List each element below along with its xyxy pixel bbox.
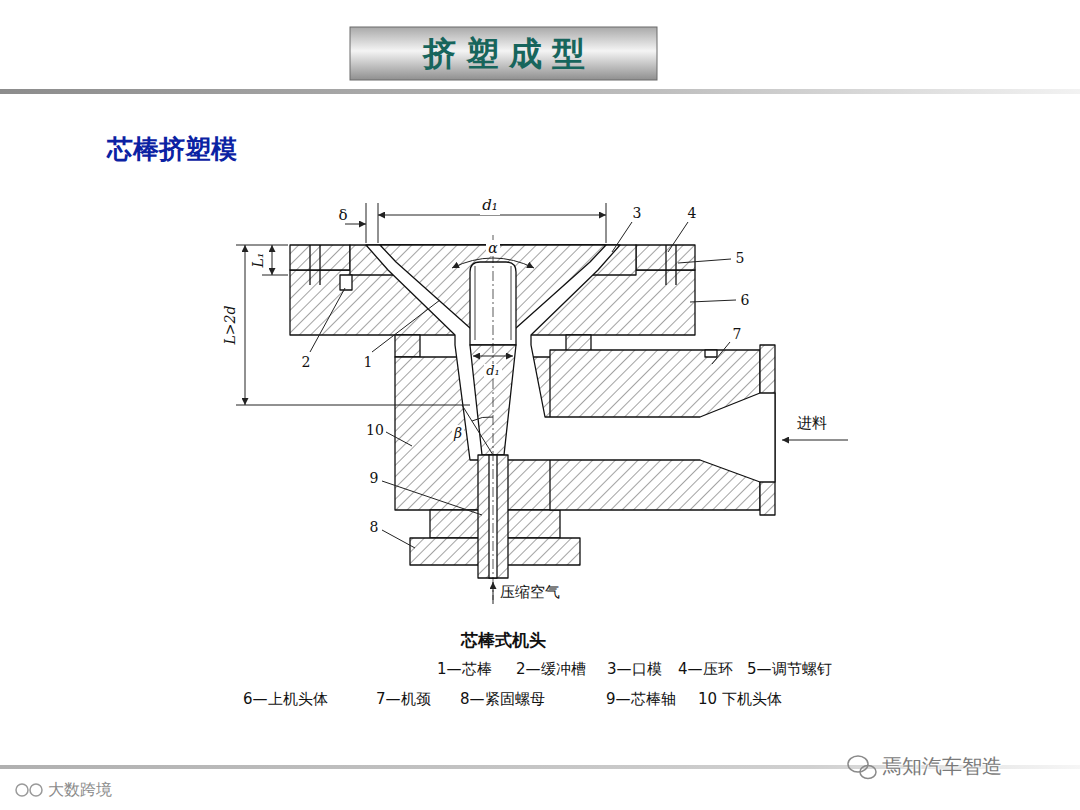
leader-line [382, 481, 482, 515]
watermark-icon [16, 784, 28, 796]
part-list-item: 5—调节螺钉 [747, 661, 832, 678]
dimension-label: L₁ [250, 253, 266, 268]
callout-number: 3 [633, 205, 642, 221]
extension-line [366, 203, 367, 243]
part-list-item: 9—芯棒轴 [606, 691, 676, 708]
leader-line [668, 222, 688, 252]
watermark-icon [848, 756, 868, 772]
callout-number: 1 [364, 354, 373, 370]
leader-line [382, 530, 415, 548]
feed-arrow [782, 440, 848, 441]
angle-label: α [486, 240, 499, 256]
leader-line [372, 300, 440, 352]
callout-number: 5 [736, 250, 745, 266]
extension-line [606, 203, 607, 243]
part-list-item: 8—紧固螺母 [460, 691, 545, 708]
body-step [395, 335, 420, 357]
callout-number: 8 [370, 519, 379, 535]
callout-number: 7 [733, 326, 742, 342]
dimension-line [473, 356, 513, 357]
center-line [493, 235, 494, 600]
leader-line [386, 432, 412, 446]
callout-number: 2 [302, 354, 311, 370]
part-list-item: 10 下机头体 [698, 691, 782, 708]
adjusting-screw [665, 245, 666, 285]
dimension-line [345, 224, 366, 225]
die-head-drawing [290, 235, 775, 600]
flow-label: 进料 [797, 415, 827, 432]
neck-notch [705, 350, 717, 357]
extension-line [378, 203, 379, 243]
mandrel-thread [511, 266, 512, 340]
part-list-item: 4—压环 [678, 661, 733, 678]
dimension-label: L>2d [222, 306, 238, 345]
angle-arc [472, 417, 493, 421]
dimension-symbol: δ [338, 207, 347, 224]
leader-line [712, 342, 730, 364]
dimension-lines [236, 203, 848, 604]
part-list-item: 2—缓冲槽 [516, 661, 586, 678]
dimension-line [272, 245, 273, 275]
section-heading: 芯棒挤塑模 [107, 135, 237, 165]
angle-arc [452, 258, 534, 268]
watermark: 大数跨境 [48, 781, 112, 799]
extension-line [236, 405, 470, 406]
leader-line [690, 300, 736, 302]
callout-number: 6 [741, 292, 750, 308]
leader-line [310, 288, 345, 352]
adjusting-screw [319, 245, 320, 285]
part-list-item: 3—口模 [607, 661, 662, 678]
extension-line [262, 275, 288, 276]
extension-line [236, 245, 288, 246]
dimension-line [378, 215, 606, 216]
adjusting-screw [309, 245, 310, 285]
angle-label: β [452, 425, 464, 441]
watermark-icon [860, 766, 876, 779]
leader-line [678, 259, 731, 263]
part-list-item: 7—机颈 [376, 691, 431, 708]
part-list-item: 6—上机头体 [243, 691, 328, 708]
callout-number: 4 [688, 205, 697, 221]
leader-line [612, 222, 632, 252]
title-banner [350, 27, 657, 80]
callout-number: 9 [370, 470, 379, 486]
buffer-groove [340, 275, 352, 290]
watermark: 焉知汽车智造 [882, 755, 1002, 778]
dimension-label: d₁ [484, 364, 502, 379]
adjusting-screw [675, 245, 676, 285]
header-rule [0, 89, 1080, 94]
figure-caption: 芯棒式机头 [461, 631, 546, 651]
dimension-label: d₁ [480, 197, 500, 214]
callout-number: 10 [366, 422, 384, 438]
melt-channel [366, 245, 775, 482]
slide-title: 挤塑成型 [423, 35, 595, 73]
mandrel-thread [475, 266, 476, 340]
air-arrow [493, 582, 494, 604]
watermark-icon [16, 756, 876, 796]
angle-line [462, 405, 493, 455]
flow-label: 压缩空气 [500, 584, 560, 601]
part-list-item: 1—芯棒 [437, 661, 492, 678]
watermark-icon [30, 784, 42, 796]
dimension-line [245, 245, 246, 405]
